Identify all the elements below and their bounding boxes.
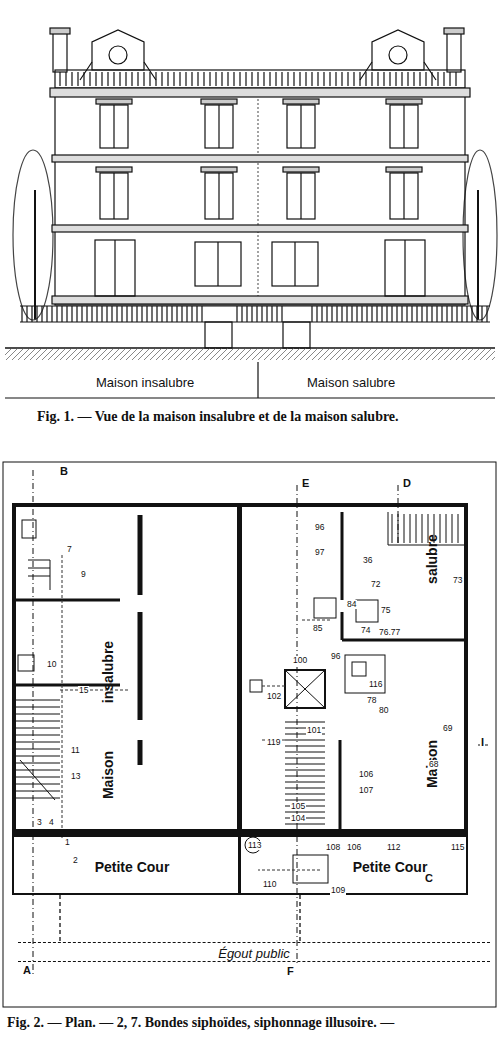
node-label: Égout public [215,947,293,960]
node-label: insalubre [101,641,115,703]
callout-number: 11 [70,746,81,755]
callout-number: 80 [378,706,389,715]
callout-number: 100 [292,656,308,665]
plan-drawing [3,462,496,1007]
callout-number: 119 [266,738,282,747]
callout-number: 74 [360,626,371,635]
callout-number: 15 [78,686,89,695]
section-letter: D [402,478,412,489]
section-letter: F [286,966,295,977]
callout-number: 96 [330,652,341,661]
courtyard: Petite Cour [12,833,241,895]
callout-number: 75 [380,606,391,615]
callout-number: 3 [36,818,43,827]
callout-number: 85 [312,624,323,633]
callout-number: 4 [48,818,55,827]
section-letter: I [480,737,485,748]
node-label: salubre [425,534,439,584]
callout-number: 110 [262,880,278,889]
figure-caption: Fig. 2. — Plan. — 2, 7. Bondes siphoïdes… [6,1016,395,1030]
callout-number: 78 [366,696,377,705]
section-letter: B [59,466,69,477]
callout-number: 102 [266,692,282,701]
callout-number: 68 [428,760,439,769]
callout-number: 116 [368,680,384,689]
section-letter: C [424,873,434,884]
callout-number: 13 [70,772,81,781]
callout-number: 7 [66,545,73,554]
callout-number: 107 [358,786,374,795]
callout-number: 105 [290,802,306,811]
pipe-connector [59,895,60,942]
callout-number: 1 [64,838,71,847]
callout-number: 69 [442,724,453,733]
callout-number: 72 [370,580,381,589]
facade-drawing [5,28,497,398]
node-label: Petite Cour [353,860,428,874]
house-plan: salubreMaison [238,503,468,833]
callout-number: 10 [46,660,57,669]
callout-number: 101 [306,726,322,735]
callout-number: 9 [80,570,87,579]
callout-number: 76.77 [378,628,401,637]
callout-number: 96 [314,523,325,532]
section-letter: E [301,478,310,489]
callout-number: 73 [452,576,463,585]
figure-caption: Fig. 1. — Vue de la maison insalubre et … [36,410,400,424]
callout-number: 36 [362,556,373,565]
house-name: Maison salubre [306,376,396,389]
house-name: Maison insalubre [95,376,195,389]
callout-number: 104 [290,814,306,823]
sewer-band: Égout public [18,942,490,962]
callout-number: 106 [346,843,362,852]
callout-number: 97 [314,548,325,557]
callout-number: 112 [386,843,402,852]
callout-number: 106 [358,770,374,779]
pipe-connector [299,895,300,942]
node-label: Maison [101,751,115,799]
section-letter: A [22,965,32,976]
callout-number: 109 [330,886,346,895]
node-label: Petite Cour [95,860,170,874]
callout-number: 115 [450,843,466,852]
callout-number: 108 [325,843,341,852]
callout-number: 2 [72,856,79,865]
callout-number: 113 [247,841,263,850]
callout-number: 84 [346,600,357,609]
